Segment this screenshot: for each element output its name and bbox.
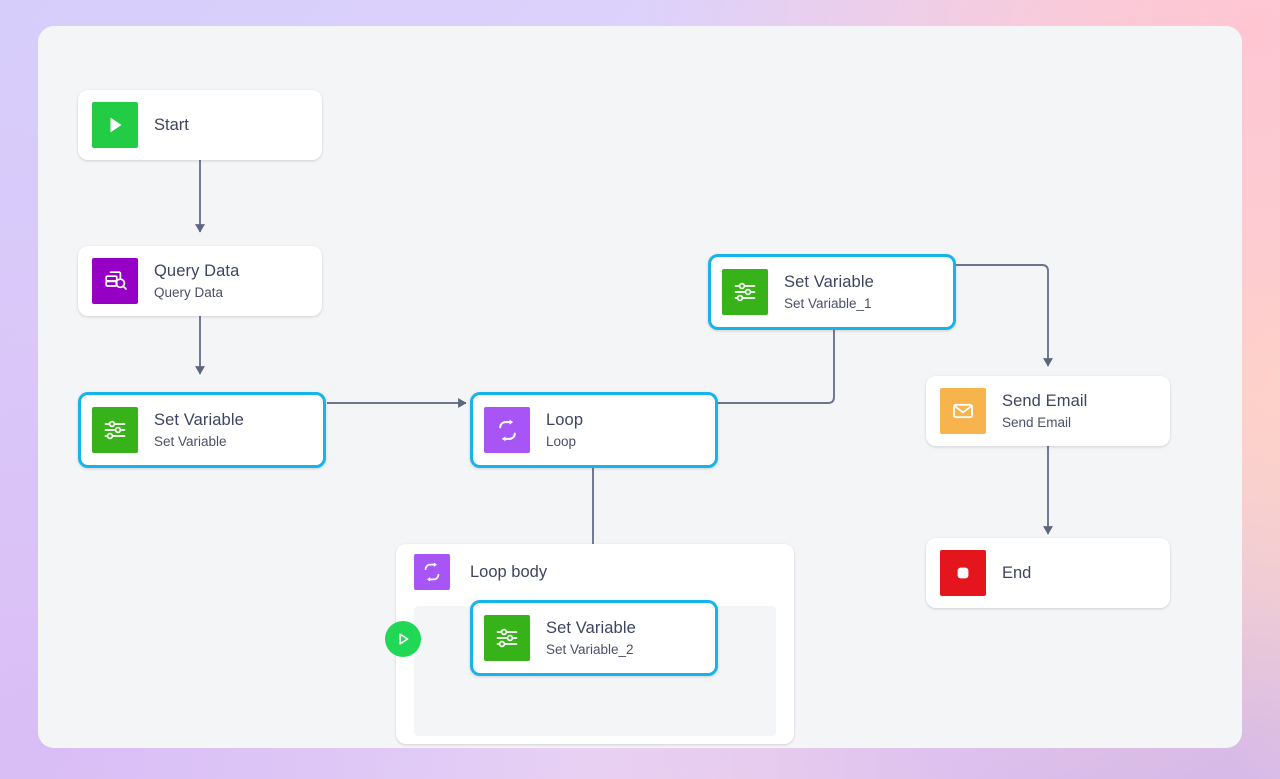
- edge-loop-to-set-variable-1: [718, 313, 839, 404]
- sliders-icon: [92, 407, 138, 453]
- node-title: Start: [154, 115, 189, 134]
- node-subtitle: Set Variable_1: [784, 295, 872, 311]
- stop-icon: [940, 550, 986, 596]
- play-icon: [92, 102, 138, 148]
- envelope-icon: [940, 388, 986, 434]
- workflow-canvas[interactable]: Loop body Start: [38, 26, 1242, 748]
- node-title: Query Data: [154, 261, 240, 280]
- node-loop[interactable]: Loop Loop: [470, 392, 718, 468]
- edge-layer: [195, 160, 1053, 644]
- node-title: Set Variable: [784, 272, 874, 291]
- loop-icon: [414, 554, 450, 590]
- node-subtitle: Send Email: [1002, 414, 1072, 430]
- node-subtitle: Set Variable: [154, 433, 227, 449]
- sliders-icon: [484, 615, 530, 661]
- play-circle-icon[interactable]: [385, 621, 421, 657]
- node-title: Set Variable: [154, 410, 244, 429]
- database-search-icon: [92, 258, 138, 304]
- node-subtitle: Set Variable_2: [546, 641, 634, 657]
- node-title: Send Email: [1002, 391, 1088, 410]
- loop-icon: [484, 407, 530, 453]
- node-end[interactable]: End: [926, 538, 1170, 608]
- loop-body-header: Loop body: [396, 544, 794, 600]
- node-set-variable[interactable]: Set Variable Set Variable: [78, 392, 326, 468]
- node-subtitle: Query Data: [154, 284, 224, 300]
- node-title: Loop: [546, 410, 584, 429]
- loop-body-label: Loop body: [470, 562, 548, 581]
- node-set-variable-2[interactable]: Set Variable Set Variable_2: [470, 600, 718, 676]
- node-query-data[interactable]: Query Data Query Data: [78, 246, 322, 316]
- node-title: End: [1002, 563, 1032, 582]
- node-title: Set Variable: [546, 618, 636, 637]
- node-subtitle: Loop: [546, 433, 577, 449]
- node-start[interactable]: Start: [78, 90, 322, 160]
- sliders-icon: [722, 269, 768, 315]
- edge-set-variable-1-to-send-email: [956, 264, 1053, 367]
- node-send-email[interactable]: Send Email Send Email: [926, 376, 1170, 446]
- node-set-variable-1[interactable]: Set Variable Set Variable_1: [708, 254, 956, 330]
